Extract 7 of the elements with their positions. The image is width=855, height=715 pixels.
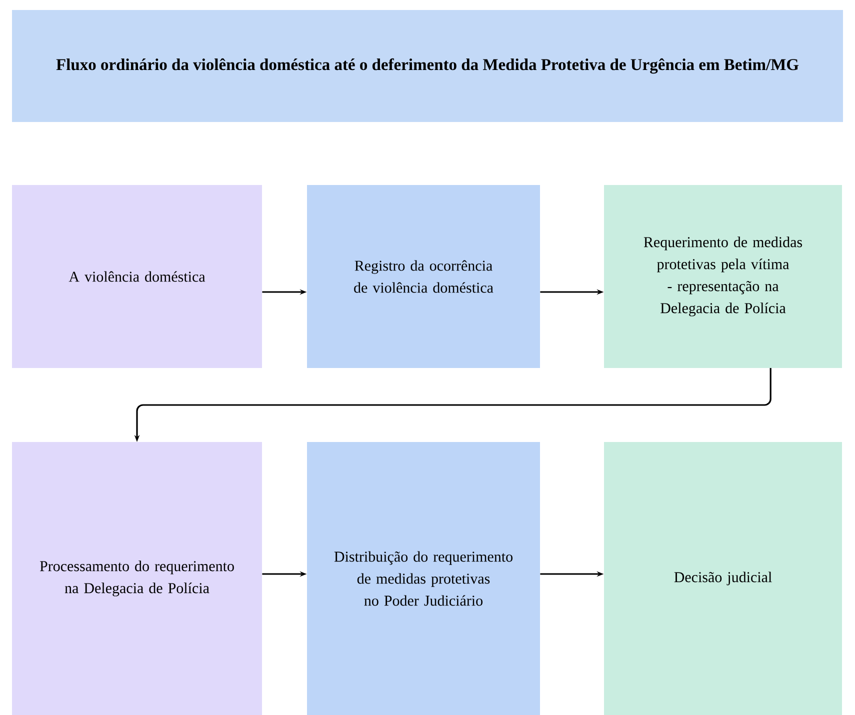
title-banner: Fluxo ordinário da violência doméstica até o deferimento da Medida Protetiva de Urgência em Betim/MG: [12, 10, 843, 122]
process-box: Requerimento de medidas protetivas pela vítima - representação na Delegacia de Polícia: [604, 185, 842, 368]
process-box: Processamento do requerimento na Delegacia de Polícia: [12, 442, 262, 715]
process-box: Decisão judicial: [604, 442, 842, 715]
process-box: Distribuição do requerimento de medidas protetivas no Poder Judiciário: [307, 442, 540, 715]
process-box: A violência doméstica: [12, 185, 262, 368]
process-box: Registro da ocorrência de violência doméstica: [307, 185, 540, 368]
